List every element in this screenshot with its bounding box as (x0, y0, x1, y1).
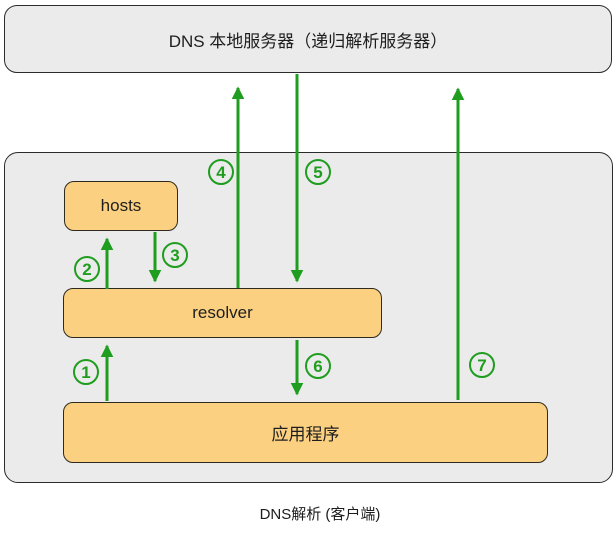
resolver-label: resolver (192, 303, 253, 322)
diagram-caption: DNS解析 (客户端) (259, 506, 381, 523)
hosts-box: hosts (64, 181, 178, 231)
application-label: 应用程序 (271, 425, 340, 444)
application-box: 应用程序 (63, 402, 548, 463)
hosts-label: hosts (100, 196, 142, 215)
step-badge-5: 5 (305, 159, 331, 185)
dns-local-server-box: DNS 本地服务器（递归解析服务器） (4, 5, 612, 73)
step-badge-4: 4 (208, 159, 234, 185)
step-badge-1: 1 (73, 359, 99, 385)
step-badge-2: 2 (74, 256, 100, 282)
step-badge-3: 3 (162, 242, 188, 268)
step-badge-7: 7 (469, 352, 495, 378)
resolver-box: resolver (63, 288, 382, 338)
dns-local-server-label: DNS 本地服务器（递归解析服务器） (168, 31, 448, 51)
step-badge-6: 6 (305, 353, 331, 379)
